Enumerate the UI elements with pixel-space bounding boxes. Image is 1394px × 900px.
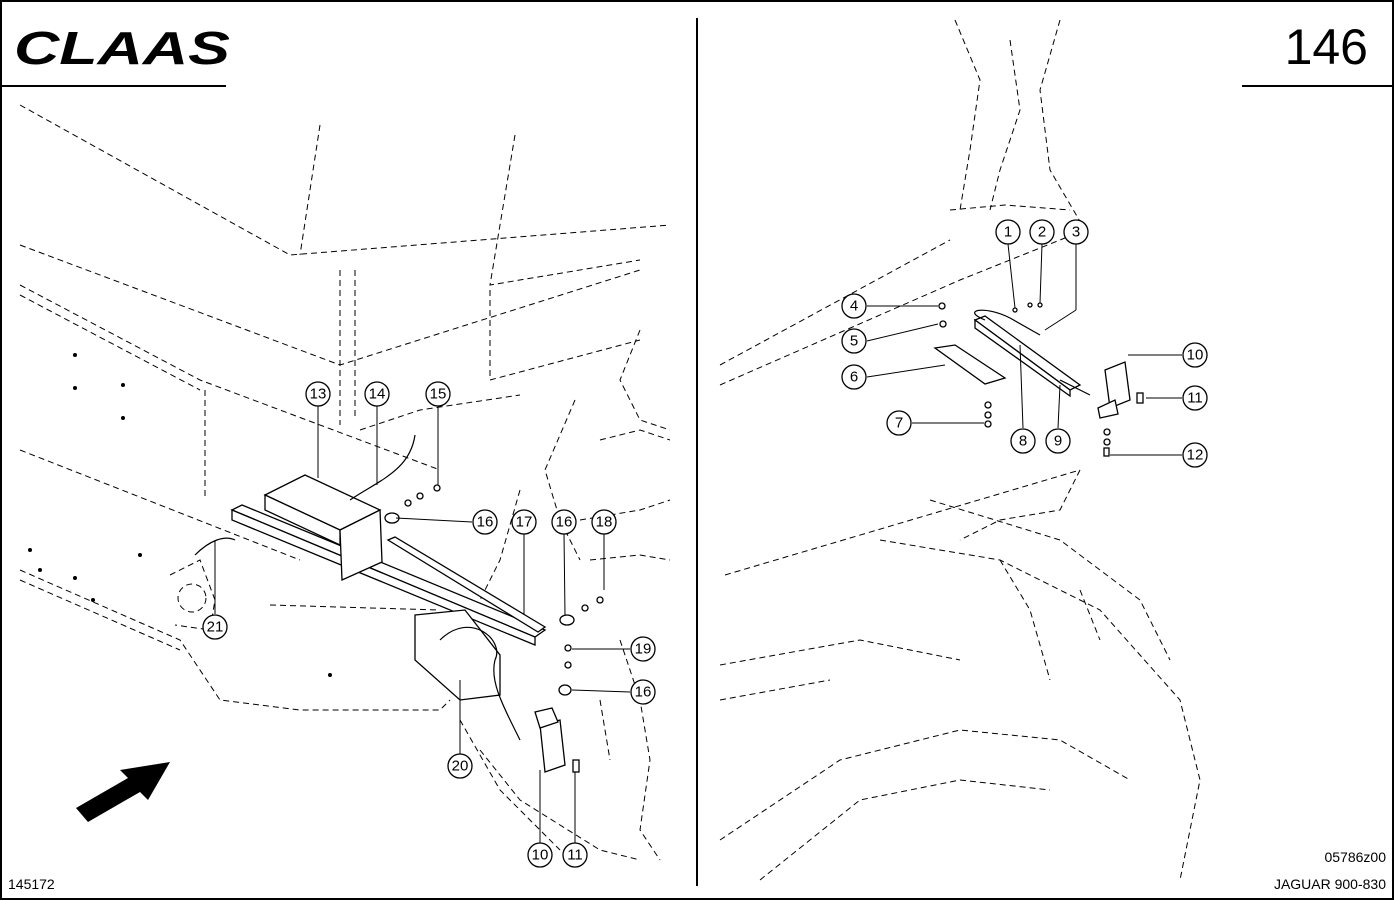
svg-text:11: 11 (567, 847, 583, 864)
model-label: JAGUAR 900-830 (1274, 876, 1386, 892)
callout-10-left: 10 (527, 842, 553, 868)
callout-16b: 16 (551, 509, 577, 535)
svg-text:11: 11 (1187, 390, 1203, 407)
callout-2: 2 (1029, 219, 1055, 245)
callout-13: 13 (305, 381, 331, 407)
callout-14: 14 (364, 381, 390, 407)
svg-text:14: 14 (369, 386, 386, 403)
callout-11-left: 11 (562, 842, 588, 868)
arrow-icon (76, 762, 170, 822)
callout-11-right: 11 (1182, 385, 1208, 411)
callout-4: 4 (841, 293, 867, 319)
svg-text:CLAAS: CLAAS (14, 22, 230, 74)
right-drawing-number: 05786z00 (1324, 849, 1386, 865)
page-number: 146 (1285, 19, 1368, 75)
svg-text:4: 4 (850, 298, 858, 315)
callout-10-right: 10 (1182, 342, 1208, 368)
callout-15: 15 (425, 381, 451, 407)
callout-17: 17 (511, 509, 537, 535)
callout-19: 19 (630, 636, 656, 662)
svg-text:8: 8 (1019, 433, 1027, 450)
claas-logo: CLAAS (14, 22, 230, 74)
svg-text:13: 13 (310, 386, 327, 403)
callout-7: 7 (886, 410, 912, 436)
svg-text:10: 10 (532, 847, 549, 864)
callout-6: 6 (841, 364, 867, 390)
callout-12: 12 (1182, 442, 1208, 468)
callout-3: 3 (1063, 219, 1089, 245)
svg-text:1: 1 (1004, 224, 1012, 241)
svg-text:3: 3 (1072, 224, 1080, 241)
svg-text:17: 17 (516, 514, 533, 531)
svg-text:9: 9 (1054, 433, 1062, 450)
svg-text:16: 16 (477, 514, 494, 531)
callout-16c: 16 (630, 679, 656, 705)
svg-text:21: 21 (207, 619, 224, 636)
svg-text:12: 12 (1187, 447, 1204, 464)
left-view-drawing (19, 104, 671, 861)
callout-16a: 16 (472, 509, 498, 535)
svg-text:18: 18 (596, 514, 613, 531)
svg-text:5: 5 (850, 333, 858, 350)
svg-text:2: 2 (1038, 224, 1046, 241)
callout-1: 1 (995, 219, 1021, 245)
callout-18: 18 (591, 509, 617, 535)
left-callouts: 13 14 15 16 17 16 18 19 16 21 20 10 11 (202, 381, 656, 868)
svg-text:10: 10 (1187, 347, 1204, 364)
svg-text:20: 20 (452, 758, 469, 775)
svg-text:16: 16 (635, 684, 652, 701)
right-view-drawing (719, 19, 1201, 881)
svg-text:19: 19 (635, 641, 652, 658)
svg-text:16: 16 (556, 514, 573, 531)
right-callouts: 1 2 3 4 5 6 7 8 9 10 11 12 (841, 219, 1208, 468)
left-drawing-number: 145172 (8, 876, 55, 892)
svg-text:7: 7 (895, 415, 903, 432)
callout-9: 9 (1045, 428, 1071, 454)
callout-5: 5 (841, 328, 867, 354)
svg-text:15: 15 (430, 386, 447, 403)
callout-8: 8 (1010, 428, 1036, 454)
svg-text:6: 6 (850, 369, 858, 386)
callout-21: 21 (202, 614, 228, 640)
callout-20: 20 (447, 753, 473, 779)
